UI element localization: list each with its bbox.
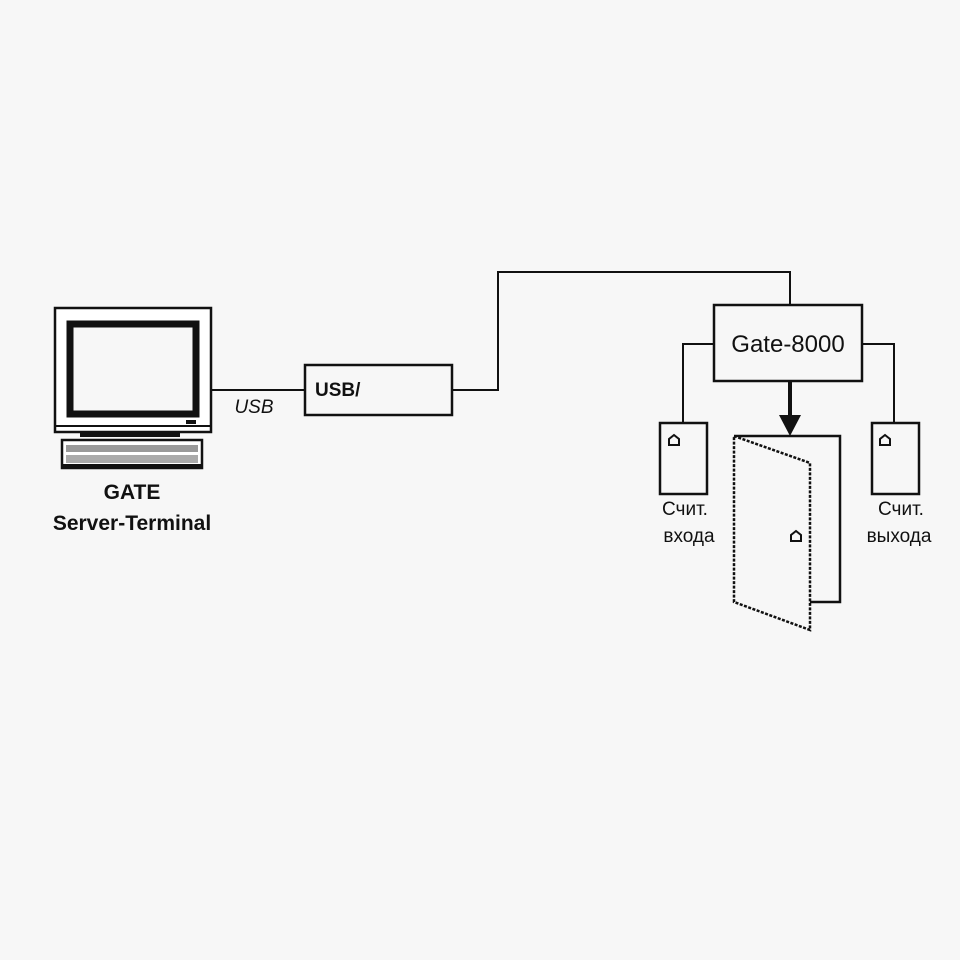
computer-label-gate: GATE (104, 481, 161, 504)
door-icon (732, 434, 842, 632)
controller-door-arrow-head (779, 415, 801, 436)
computer-icon (53, 306, 213, 470)
keyboard-keys (66, 445, 198, 452)
monitor-screen (66, 320, 200, 418)
controller-reader-out-line (862, 343, 895, 423)
computer-label-server-terminal: Server-Terminal (53, 512, 211, 535)
controller-box (712, 303, 864, 383)
door-handle-icon (790, 529, 802, 542)
door-leaf (732, 434, 812, 632)
converter-controller-line (452, 271, 791, 391)
door-frame (734, 434, 842, 604)
controller-label: Gate-8000 (731, 331, 844, 358)
converter-box (303, 363, 454, 417)
reader-out-label-line2: выхода (867, 526, 932, 547)
monitor-stand (80, 432, 180, 437)
keyboard-body (60, 438, 204, 470)
reader-in-label-line2: входа (663, 526, 715, 547)
connection-lines (212, 271, 895, 423)
keyboard-keys-row2 (66, 455, 198, 463)
reader-out-device (870, 421, 921, 496)
controller-reader-in-line (682, 343, 714, 423)
reader-out-label-line1: Счит. (878, 499, 924, 520)
monitor-power-led (186, 420, 196, 424)
reader-in-label-line1: Счит. (662, 499, 708, 520)
converter-label: USB/ (315, 380, 361, 401)
reader-out-icon (879, 433, 891, 446)
usb-link-label: USB (234, 397, 273, 418)
reader-in-device (658, 421, 709, 496)
reader-in-icon (668, 433, 680, 446)
keyboard-edge (62, 464, 202, 468)
